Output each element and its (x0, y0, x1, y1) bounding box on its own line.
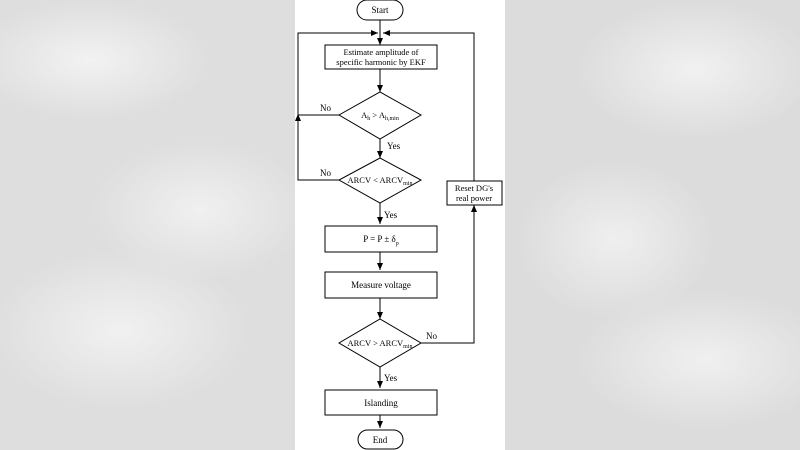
start-label: Start (372, 5, 389, 15)
arcv-islanding-decision: ARCV > ARCVmin (338, 318, 422, 368)
end-node: End (357, 429, 404, 450)
measure-voltage-node: Measure voltage (324, 271, 438, 299)
edge-cond2-no (295, 114, 339, 181)
flowchart-panel (295, 0, 505, 450)
cond1-label: Ah > Ah,min (361, 110, 399, 122)
cond3-label: ARCV > ARCVmin (348, 338, 413, 350)
edge-reset-to-estimate (383, 30, 475, 181)
islanding-node: Islanding (324, 389, 438, 416)
cond2-yes-label: Yes (384, 210, 398, 220)
end-label: End (373, 435, 388, 445)
reset-label-line2: real power (456, 193, 492, 203)
estimate-process-node: Estimate amplitude of specific harmonic … (324, 44, 438, 70)
reset-power-node: Reset DG's real power (446, 180, 503, 206)
flow-edges (295, 20, 477, 428)
edge-loop-to-estimate (297, 30, 378, 120)
cond3-yes-label: Yes (384, 373, 398, 383)
measure-label: Measure voltage (351, 280, 411, 290)
estimate-label-line2: specific harmonic by EKF (336, 57, 426, 67)
arcv-min-decision: ARCV < ARCVmin (337, 157, 423, 204)
edge-cond3-no (421, 205, 477, 344)
cond2-no-label: No (320, 168, 331, 178)
blurred-background-right (505, 0, 800, 450)
harmonic-threshold-decision: Ah > Ah,min (337, 91, 423, 140)
cond2-label: ARCV < ARCVmin (348, 175, 413, 187)
cond1-no-label: No (320, 103, 331, 113)
blurred-background-left (0, 0, 295, 450)
cond1-yes-label: Yes (387, 141, 401, 151)
estimate-label-line1: Estimate amplitude of (343, 47, 418, 57)
cond3-no-label: No (426, 331, 437, 341)
perturb-power-node: P = P ± δp (324, 225, 438, 253)
edge-labels: No Yes No Yes No Yes (320, 103, 437, 383)
perturb-label: P = P ± δp (363, 234, 399, 247)
start-node: Start (356, 0, 404, 21)
islanding-label: Islanding (364, 398, 398, 408)
reset-label-line1: Reset DG's (455, 183, 493, 193)
